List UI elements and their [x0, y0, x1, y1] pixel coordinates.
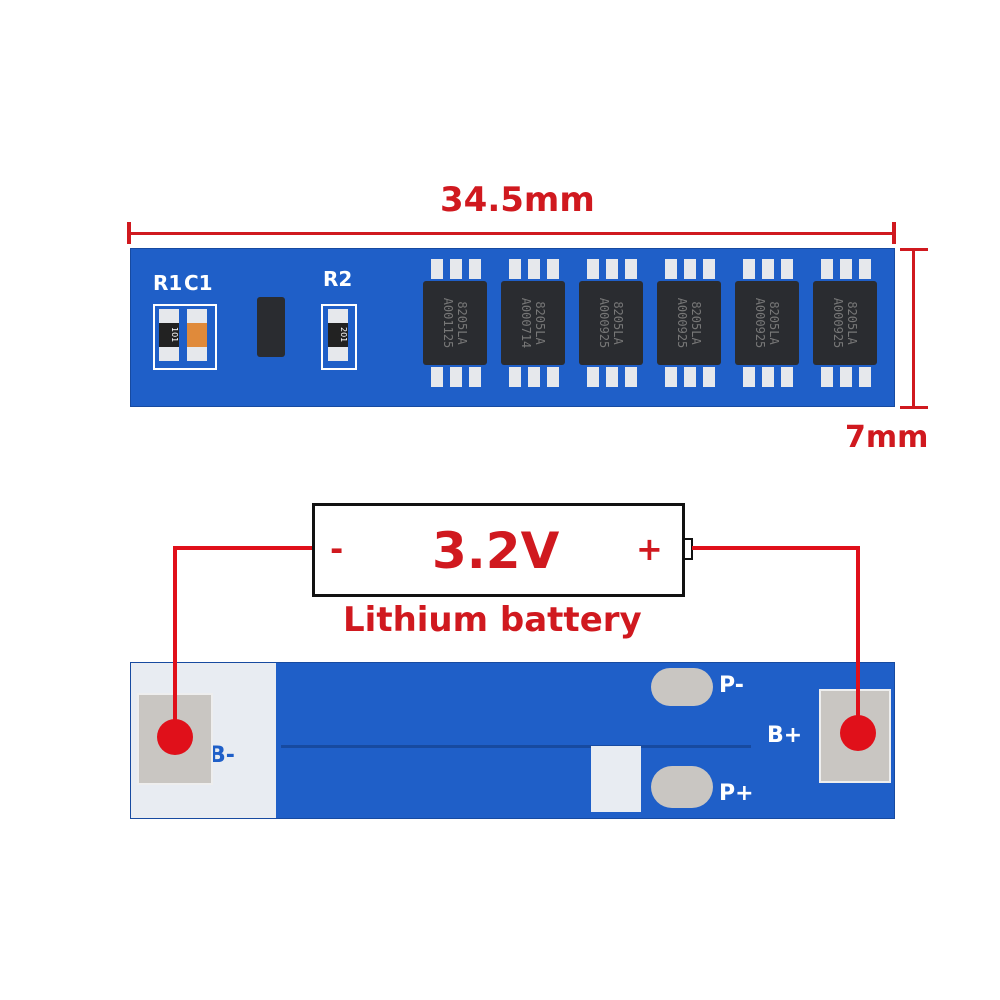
- wire-positive-horizontal: [692, 546, 860, 550]
- length-tick-left: [127, 222, 131, 244]
- width-dimension-line: [912, 248, 915, 408]
- mosfet-pin: [703, 367, 715, 387]
- p-minus-pad: [651, 668, 713, 706]
- mosfet-pin: [450, 259, 462, 279]
- mosfet-pin: [840, 259, 852, 279]
- label-p-plus: P+: [719, 781, 754, 806]
- r1-c1-outline: [153, 304, 217, 370]
- mosfet-pin: [547, 367, 559, 387]
- mosfet-pin: [684, 367, 696, 387]
- battery-voltage: 3.2V: [432, 522, 560, 580]
- mosfet-pin: [743, 367, 755, 387]
- mosfet-pin: [509, 367, 521, 387]
- mosfet-pin: [469, 367, 481, 387]
- width-label: 7mm: [845, 420, 929, 455]
- battery-minus: -: [330, 530, 344, 568]
- length-label: 34.5mm: [440, 180, 595, 220]
- mosfet-pin: [528, 259, 540, 279]
- mosfet-pin: [743, 259, 755, 279]
- p-plus-pad: [651, 766, 713, 808]
- capacitor-c1: [187, 309, 207, 361]
- label-r2: R2: [323, 267, 353, 291]
- width-tick-bottom: [900, 406, 928, 409]
- label-p-minus: P-: [719, 673, 744, 698]
- label-b-plus: B+: [767, 723, 803, 748]
- battery-caption: Lithium battery: [343, 600, 642, 640]
- mosfet-pin: [606, 259, 618, 279]
- resistor-r2: 201: [328, 309, 348, 361]
- mosfet-pin: [625, 367, 637, 387]
- protection-ic: [257, 297, 285, 357]
- mosfet-pin: [762, 259, 774, 279]
- mosfet-pin: [821, 259, 833, 279]
- mosfet-pin: [587, 259, 599, 279]
- mosfet-pin: [431, 259, 443, 279]
- resistor-r1-code: 101: [159, 323, 179, 347]
- mosfet-pin: [859, 259, 871, 279]
- mosfet-pin: [684, 259, 696, 279]
- mosfet-pin: [431, 367, 443, 387]
- wire-negative-vertical: [173, 546, 177, 736]
- mosfet-pin: [762, 367, 774, 387]
- battery-symbol: [312, 503, 685, 597]
- battery-plus: +: [636, 530, 663, 568]
- mosfet-pin: [703, 259, 715, 279]
- mosfet-pin: [606, 367, 618, 387]
- mosfet-pin: [625, 259, 637, 279]
- mosfet-pin: [840, 367, 852, 387]
- width-tick-top: [900, 248, 928, 251]
- label-r1: R1: [153, 271, 183, 295]
- wire-negative-horizontal: [173, 546, 312, 550]
- mosfet-pin: [450, 367, 462, 387]
- mosfet-pin: [528, 367, 540, 387]
- mosfet-pin: [781, 367, 793, 387]
- mosfet-pin: [859, 367, 871, 387]
- length-dimension-line: [127, 232, 895, 235]
- mosfet-pin: [665, 259, 677, 279]
- mosfet-pin: [547, 259, 559, 279]
- mosfet-pin: [665, 367, 677, 387]
- length-tick-right: [892, 222, 896, 244]
- r2-outline: [321, 304, 357, 370]
- b-minus-connection-dot: [157, 719, 193, 755]
- wire-positive-vertical: [856, 546, 860, 732]
- mosfet-pin: [469, 259, 481, 279]
- label-c1: C1: [184, 271, 213, 295]
- mosfet-pin: [509, 259, 521, 279]
- resistor-r1: 101: [159, 309, 179, 361]
- mosfet-pin: [781, 259, 793, 279]
- resistor-r2-code: 201: [328, 323, 348, 347]
- test-pad-square: [591, 746, 641, 812]
- b-plus-connection-dot: [840, 715, 876, 751]
- label-b-minus: B-: [209, 743, 235, 768]
- pcb-bottom-side: P- P+ B- B+: [130, 662, 895, 819]
- mosfet-pin: [821, 367, 833, 387]
- mosfet-pin: [587, 367, 599, 387]
